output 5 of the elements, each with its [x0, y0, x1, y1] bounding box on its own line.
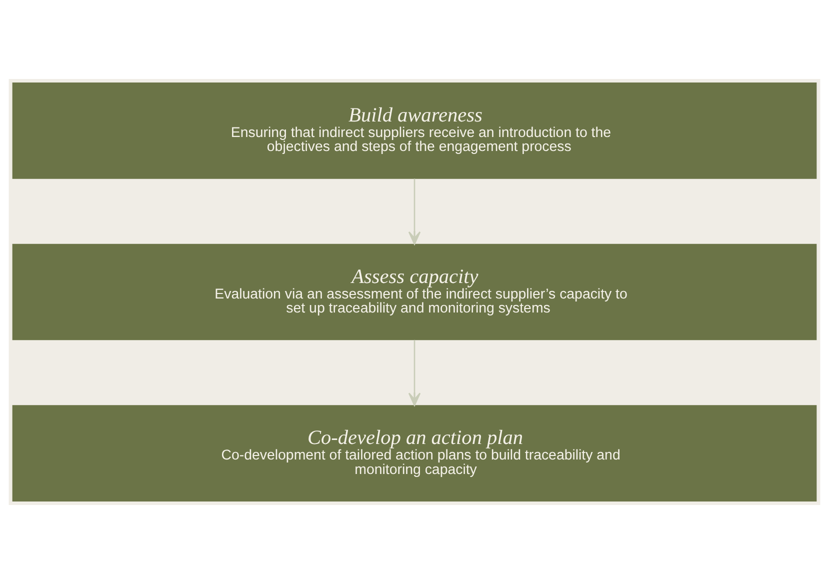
arrow: [408, 178, 421, 244]
node-box: Co-develop an action plan Co-development of tailored action plans to build traceability and monitoring capacity: [12, 404, 817, 501]
arrow: [408, 339, 421, 406]
node-box: Assess capacity Evaluation via an assessment of the indirect supplier’s capacity to set up traceability and monitoring systems: [12, 243, 817, 340]
node-box: Build awareness Ensuring that indirect suppliers receive an introduction to the objectives and steps of the engagement process: [12, 82, 817, 178]
